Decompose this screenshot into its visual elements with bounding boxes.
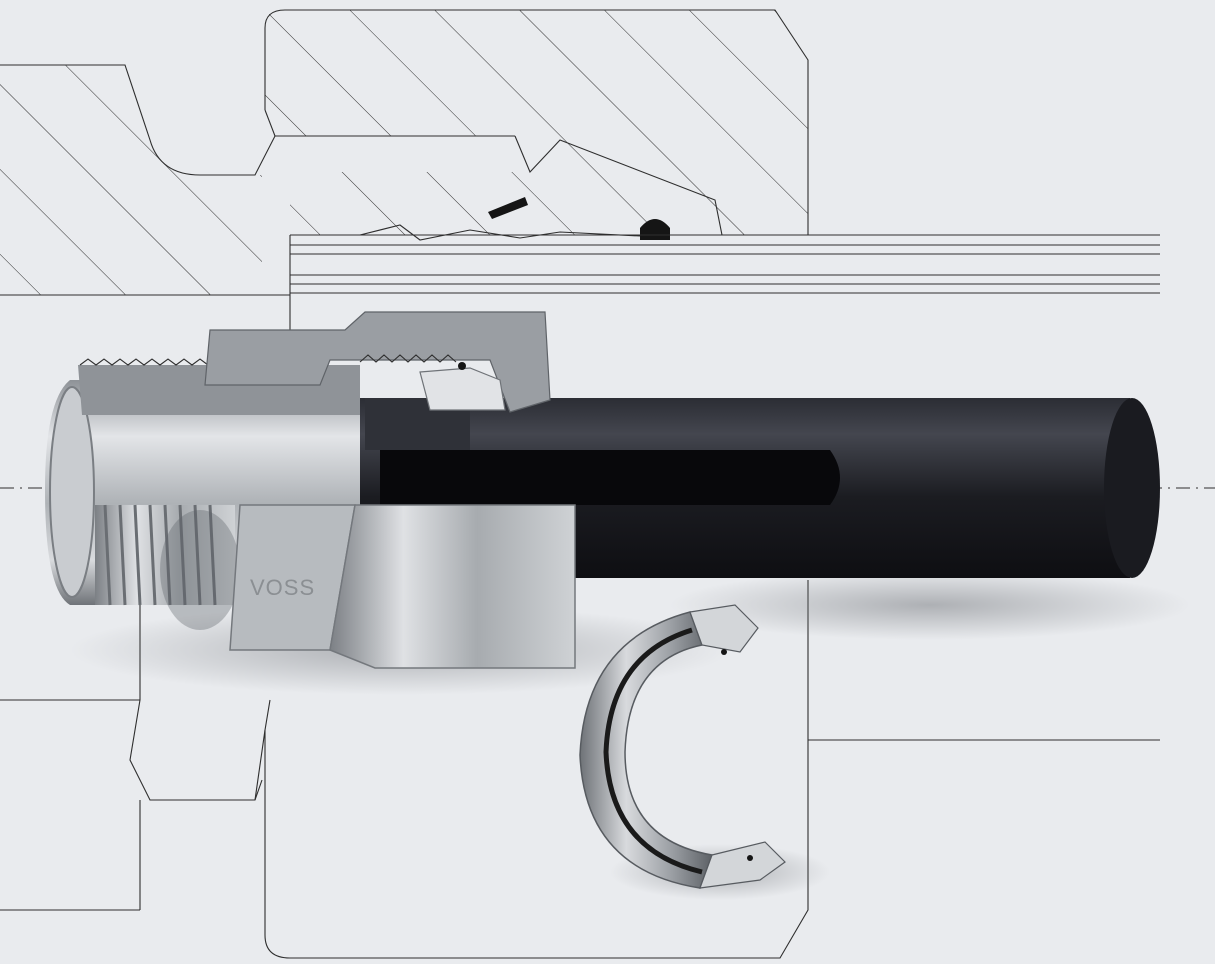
lower-nut-outline [264, 580, 809, 959]
fitting-assembly: VOSS [45, 311, 1190, 695]
ring-seal-groove [603, 627, 703, 875]
tube-slot [380, 450, 840, 505]
nut-inner-edge [264, 109, 276, 137]
ring-end-dot-bottom [747, 855, 753, 861]
nut-cutaway [204, 311, 551, 413]
tube-end [1104, 398, 1160, 578]
lower-chamfer [254, 729, 266, 801]
body-face [49, 386, 95, 598]
ring-cutting-edges [359, 224, 641, 241]
ring-end-top [689, 604, 759, 653]
ring-end-dot-top [721, 649, 727, 655]
fitting-body [45, 358, 360, 630]
lower-body-outline [129, 600, 263, 801]
brand-mark: VOSS [250, 575, 315, 600]
ring-section [419, 367, 506, 411]
thread-lines [103, 504, 217, 606]
tube-shadow [670, 570, 1190, 640]
nut-thread-teeth [359, 354, 457, 363]
technical-drawing-section [0, 9, 1160, 330]
body-thread-teeth [79, 358, 209, 366]
seal-ring-inner [488, 197, 528, 219]
body-shading [160, 510, 240, 630]
ring-cone [514, 135, 723, 236]
body-outline [0, 64, 515, 176]
ring-end-bottom [699, 841, 786, 889]
union-nut: VOSS [204, 311, 576, 669]
ring-seal-dot [458, 362, 466, 370]
cutting-ring [419, 362, 506, 411]
cutting-ring-detail [579, 604, 830, 900]
lower-outline-drawing [0, 487, 1215, 959]
nut-outline [264, 9, 809, 235]
nut-face-right [329, 504, 576, 669]
tube-cut-edge [365, 398, 470, 450]
